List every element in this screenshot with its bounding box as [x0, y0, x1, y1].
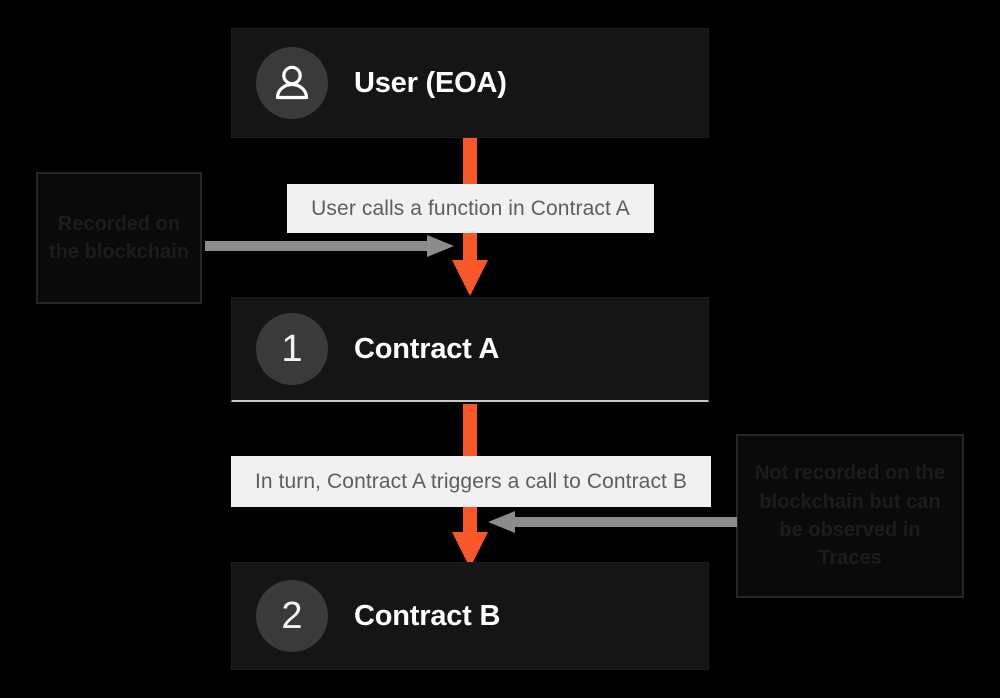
- node-contract-a-label: Contract A: [354, 332, 500, 365]
- callout-recorded-on-blockchain-text: Recorded on the blockchain: [48, 212, 190, 263]
- pointer-arrow-right-callout: [487, 508, 737, 536]
- callout-not-recorded-on-blockchain: Not recorded on the blockchain but can b…: [736, 434, 964, 598]
- caption-user-calls-function: User calls a function in Contract A: [287, 184, 654, 233]
- person-icon: [256, 47, 328, 119]
- node-user[interactable]: User (EOA): [231, 28, 709, 138]
- node-contract-b[interactable]: 2 Contract B: [231, 562, 709, 670]
- step-badge-1: 1: [256, 313, 328, 385]
- pointer-arrow-left-callout: [205, 232, 455, 260]
- caption-contract-a-triggers-call: In turn, Contract A triggers a call to C…: [231, 456, 711, 507]
- callout-not-recorded-on-blockchain-text: Not recorded on the blockchain but can b…: [754, 462, 945, 570]
- callout-recorded-on-blockchain: Recorded on the blockchain: [36, 172, 202, 304]
- node-contract-b-label: Contract B: [354, 599, 501, 632]
- node-user-label: User (EOA): [354, 66, 507, 99]
- node-contract-a[interactable]: 1 Contract A: [231, 297, 709, 402]
- step-badge-2: 2: [256, 580, 328, 652]
